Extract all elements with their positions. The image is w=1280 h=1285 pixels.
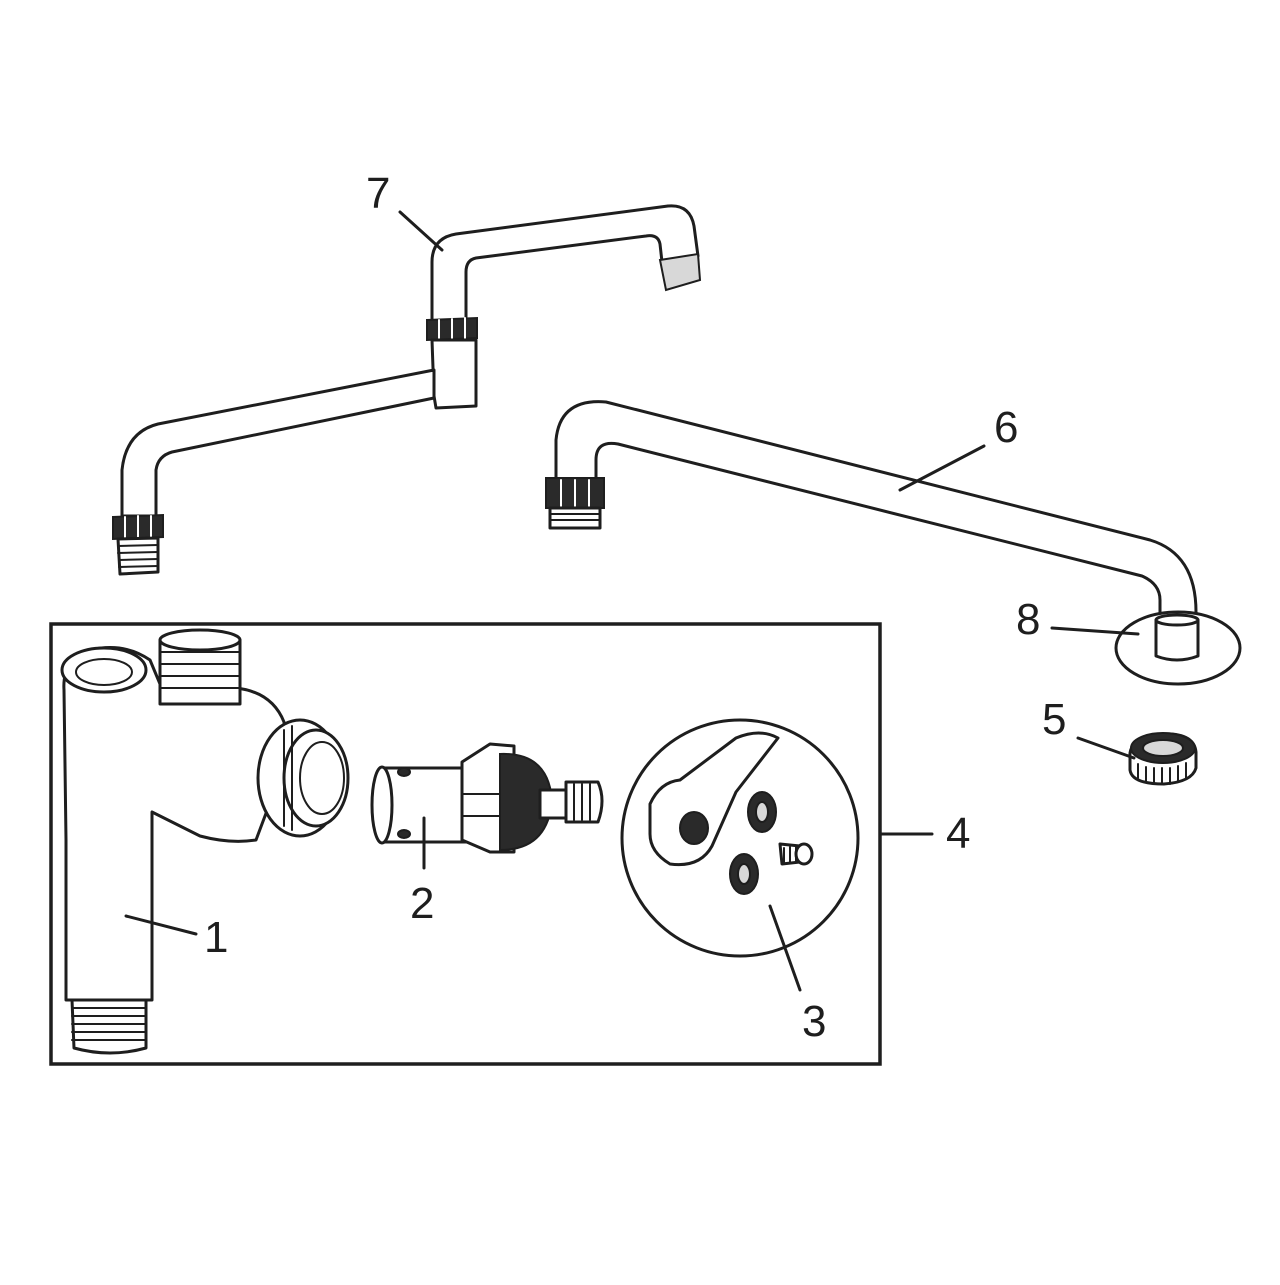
leader-6 — [898, 444, 986, 492]
aerator — [1128, 732, 1198, 786]
leader-3 — [768, 904, 802, 992]
double-jointed-swing-spout — [112, 204, 702, 576]
callout-4: 4 — [946, 809, 970, 858]
callout-5: 5 — [1042, 695, 1066, 744]
valve-cartridge — [370, 742, 604, 854]
leader-5 — [1076, 736, 1136, 760]
callout-7: 7 — [366, 169, 390, 218]
assembly-frame — [49, 622, 882, 1066]
lever-handle-kit — [620, 718, 860, 958]
spout-flange — [1114, 610, 1242, 686]
callout-8: 8 — [1016, 595, 1040, 644]
leader-1 — [124, 914, 198, 936]
leader-lines — [124, 210, 1140, 992]
callout-3: 3 — [802, 997, 826, 1046]
faucet-body — [60, 628, 350, 1055]
callout-2: 2 — [410, 879, 434, 928]
leader-7 — [398, 210, 444, 252]
straight-swing-spout — [545, 400, 1198, 622]
callout-numbers: 1 2 3 4 5 6 7 8 — [204, 169, 1066, 1046]
callout-6: 6 — [994, 403, 1018, 452]
leader-8 — [1050, 626, 1140, 636]
callout-1: 1 — [204, 913, 228, 962]
